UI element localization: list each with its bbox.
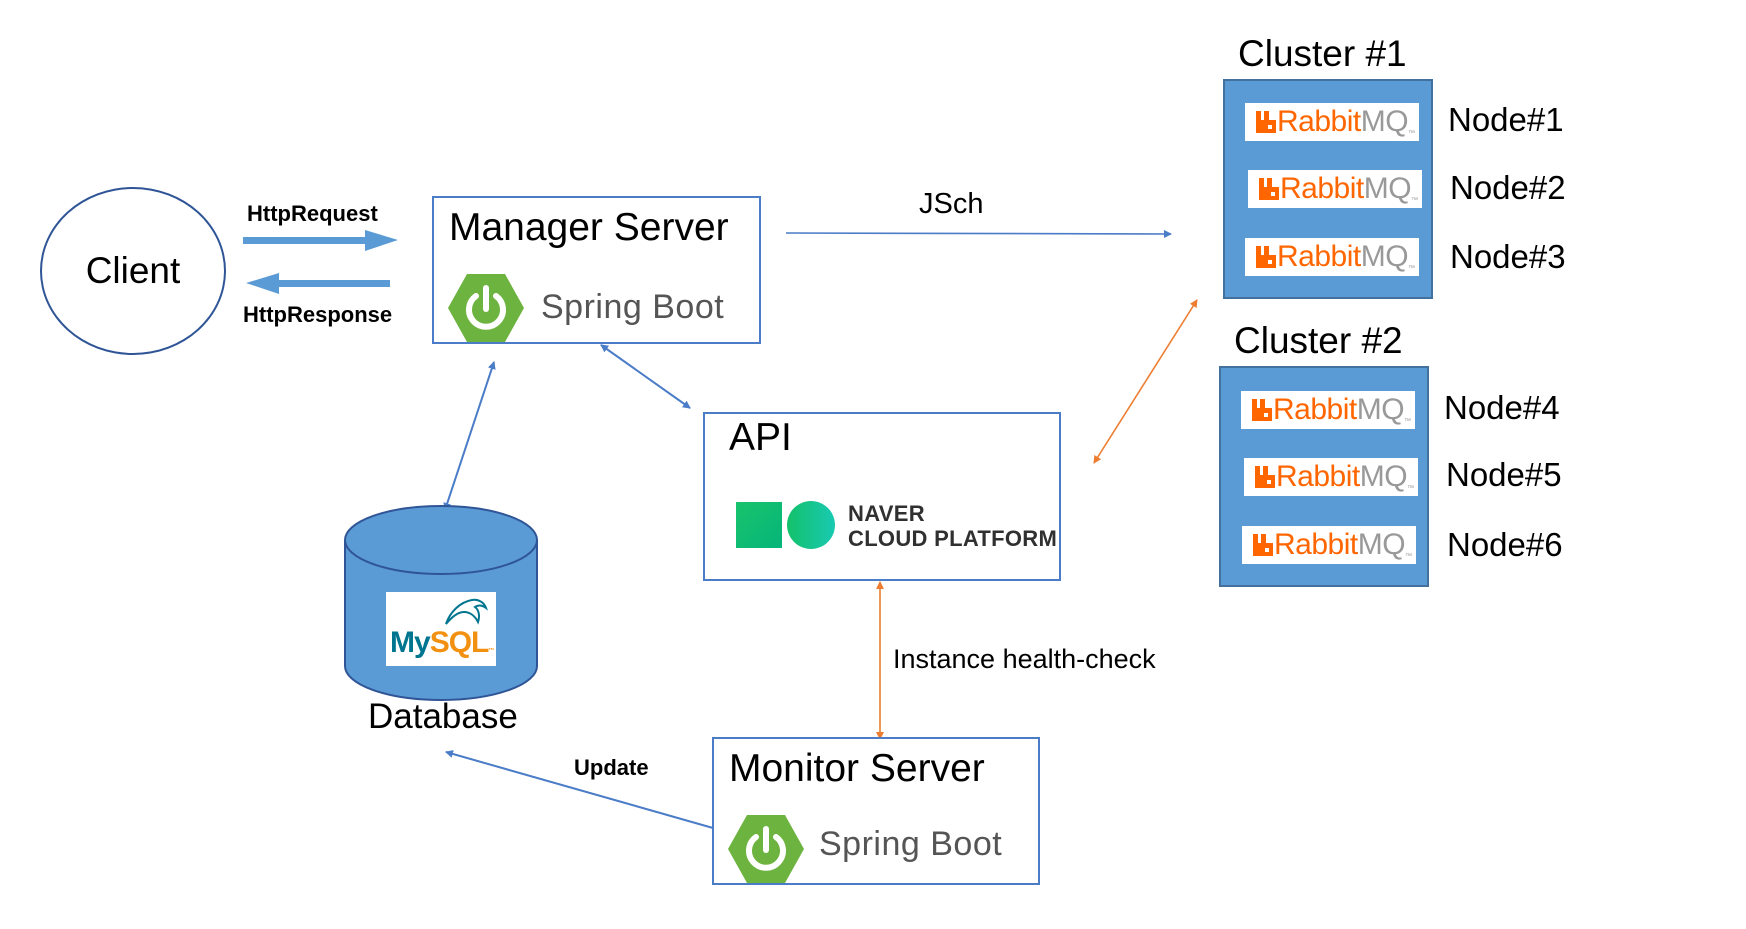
- rabbitmq-word-mq: MQ: [1356, 393, 1405, 426]
- cluster-1-title: Cluster #1: [1238, 33, 1407, 74]
- http-request-arrow: [243, 230, 398, 251]
- http-response-label: HttpResponse: [243, 302, 393, 327]
- rabbitmq-logo: RabbitMQ™: [1248, 170, 1422, 208]
- node-label: Node#1: [1448, 101, 1564, 138]
- mysql-wordmark: MySQL™: [390, 626, 494, 660]
- client-node: Client: [40, 187, 226, 355]
- cluster-2-box: RabbitMQ™ RabbitMQ™ RabbitMQ™: [1219, 366, 1429, 587]
- rabbitmq-word-rabbit: Rabbit: [1276, 460, 1360, 493]
- dolphin-icon: [445, 598, 488, 625]
- health-check-label: Instance health-check: [893, 644, 1156, 674]
- spring-boot-icon: [728, 815, 804, 883]
- api-cluster-arrow: [1093, 299, 1198, 464]
- node-label: Node#2: [1450, 169, 1566, 206]
- rabbitmq-wordmark: RabbitMQ™: [1280, 172, 1418, 205]
- rabbitmq-word-rabbit: Rabbit: [1277, 240, 1361, 273]
- monitor-server-title: Monitor Server: [729, 747, 985, 790]
- client-label: Client: [85, 250, 181, 291]
- rabbitmq-icon: [1255, 466, 1275, 488]
- monitor-database-arrow: [445, 750, 721, 832]
- mysql-logo: MySQL™: [386, 592, 496, 666]
- rabbitmq-logo: RabbitMQ™: [1245, 103, 1419, 141]
- http-response-arrow: [246, 273, 390, 294]
- manager-database-arrow: [443, 361, 496, 511]
- rabbitmq-word-mq: MQ: [1363, 172, 1412, 205]
- jsch-label: JSch: [919, 188, 984, 220]
- rabbitmq-word-rabbit: Rabbit: [1280, 172, 1364, 205]
- node-label: Node#3: [1450, 238, 1566, 275]
- rabbitmq-icon: [1252, 399, 1272, 421]
- rabbitmq-tm: ™: [1411, 197, 1418, 204]
- api-box: API NAVER CLOUD PLATFORM: [703, 412, 1061, 581]
- node-label: Node#4: [1444, 389, 1560, 426]
- node-label: Node#6: [1447, 526, 1563, 563]
- rabbitmq-word-rabbit: Rabbit: [1277, 105, 1361, 138]
- update-label: Update: [574, 755, 649, 780]
- rabbitmq-logo: RabbitMQ™: [1241, 391, 1415, 429]
- http-request-label: HttpRequest: [247, 201, 378, 226]
- mysql-sql: SQL: [429, 626, 490, 659]
- jsch-arrow: [785, 229, 1172, 238]
- rabbitmq-wordmark: RabbitMQ™: [1277, 240, 1415, 273]
- manager-api-arrow: [600, 344, 691, 409]
- rabbitmq-icon: [1256, 111, 1276, 133]
- rabbitmq-logo: RabbitMQ™: [1242, 526, 1416, 564]
- rabbitmq-word-rabbit: Rabbit: [1274, 528, 1358, 561]
- rabbitmq-wordmark: RabbitMQ™: [1273, 393, 1411, 426]
- rabbitmq-wordmark: RabbitMQ™: [1277, 105, 1415, 138]
- naver-wordmark-line1: NAVER: [848, 501, 925, 526]
- cluster-2-title: Cluster #2: [1234, 320, 1403, 361]
- api-title: API: [729, 416, 792, 459]
- rabbitmq-logo: RabbitMQ™: [1244, 458, 1418, 496]
- spring-boot-icon: [448, 274, 524, 342]
- rabbitmq-icon: [1253, 534, 1273, 556]
- manager-server-box: Manager Server Spring Boot: [432, 196, 761, 344]
- rabbitmq-icon: [1256, 246, 1276, 268]
- manager-server-title: Manager Server: [449, 206, 729, 249]
- rabbitmq-tm: ™: [1408, 130, 1415, 137]
- rabbitmq-tm: ™: [1404, 418, 1411, 425]
- naver-cloud-icon: [736, 501, 835, 549]
- rabbitmq-word-mq: MQ: [1360, 240, 1409, 273]
- rabbitmq-wordmark: RabbitMQ™: [1274, 528, 1412, 561]
- mysql-tm: ™: [488, 648, 494, 654]
- rabbitmq-word-rabbit: Rabbit: [1273, 393, 1357, 426]
- database-label: Database: [368, 697, 518, 736]
- manager-framework-label: Spring Boot: [541, 288, 725, 326]
- rabbitmq-word-mq: MQ: [1360, 105, 1409, 138]
- rabbitmq-tm: ™: [1407, 485, 1414, 492]
- node-label: Node#5: [1446, 456, 1562, 493]
- mysql-my: My: [390, 626, 431, 659]
- rabbitmq-word-mq: MQ: [1357, 528, 1406, 561]
- naver-cloud-wordmark: NAVER CLOUD PLATFORM: [848, 501, 1057, 551]
- naver-wordmark-line2: CLOUD PLATFORM: [848, 526, 1058, 551]
- rabbitmq-logo: RabbitMQ™: [1245, 238, 1419, 276]
- rabbitmq-tm: ™: [1405, 553, 1412, 560]
- monitor-framework-label: Spring Boot: [819, 825, 1003, 863]
- cluster-1-box: RabbitMQ™ RabbitMQ™ RabbitMQ™: [1223, 79, 1433, 299]
- rabbitmq-word-mq: MQ: [1359, 460, 1408, 493]
- rabbitmq-icon: [1259, 178, 1279, 200]
- monitor-server-box: Monitor Server Spring Boot: [712, 737, 1040, 885]
- rabbitmq-tm: ™: [1408, 265, 1415, 272]
- rabbitmq-wordmark: RabbitMQ™: [1276, 460, 1414, 493]
